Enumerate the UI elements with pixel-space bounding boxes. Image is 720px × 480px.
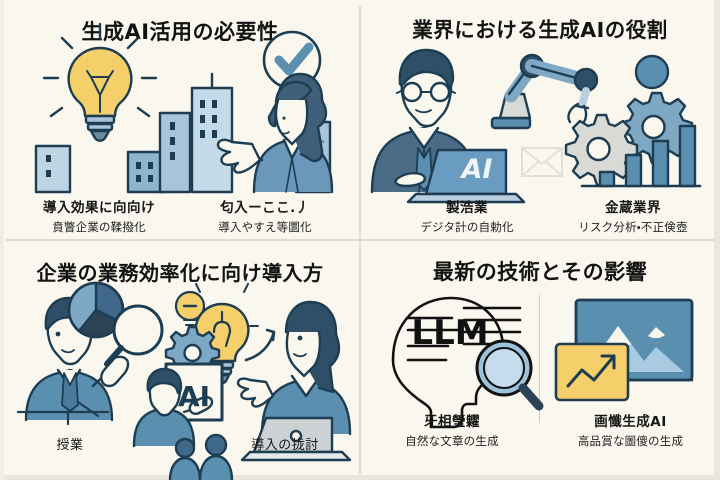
right-edge-band (714, 0, 720, 480)
dot-accent (634, 54, 670, 90)
idea-minus-icon (174, 290, 206, 326)
caption-tech-2: 画懺生成AI 高品賞な圗傻の生成 (548, 410, 713, 449)
panel-latest-tech: 最新の技術とその影響 (360, 240, 720, 480)
panel-necessity-illustration (34, 22, 334, 194)
caption-heading: 画懺生成AI (594, 414, 667, 430)
caption-sub: 賁瞥企業の鞣撥化 (52, 220, 146, 234)
magnifier-icon-right (475, 339, 544, 411)
left-edge-band (0, 0, 4, 480)
caption-heading: 導入効果に向向け (43, 200, 155, 216)
panel-inner-divider (539, 295, 541, 423)
caption-industry-1: 製浩業 デジタ計の自勅化 (382, 196, 552, 235)
llm-label: LLM (411, 313, 488, 353)
caption-heading: 製浩業 (446, 200, 488, 216)
panel-industry-role-title: 業界における生成AIの役割 (412, 18, 668, 42)
person-laptop-right (236, 300, 352, 462)
caption-heading: 導入の拢討 (251, 438, 319, 453)
caption-necessity-2: 匂入ーここ.丿 導入やすえ等圜化 (180, 196, 350, 235)
caption-enterprise-1: 授業 (6, 434, 134, 453)
envelope-icon (521, 147, 563, 177)
panel-enterprise-efficiency: 企業の業務効率化に向け導入方 (0, 240, 360, 480)
panel-necessity: 生成AI活用の必要性 (0, 0, 360, 240)
caption-sub: 導入やすえ等圜化 (218, 220, 312, 234)
caption-heading: 授業 (56, 438, 84, 453)
caption-heading: 金蔵業界 (605, 200, 661, 216)
board-ai-label: AI (178, 380, 210, 413)
laptop-ai-label: AI (460, 154, 493, 185)
caption-heading: 牙相瑩糶 (424, 414, 480, 430)
caption-necessity-1: 導入効果に向向け 賁瞥企業の鞣撥化 (14, 196, 184, 235)
caption-sub: 高品賞な圗傻の生成 (577, 434, 684, 448)
panel-industry-role: 業界における生成AIの役割 (360, 0, 720, 240)
panel-latest-tech-title: 最新の技術とその影響 (432, 260, 648, 284)
lightbulb-icon (42, 22, 158, 142)
caption-sub: リスク分析・不正倹壺 (578, 220, 688, 234)
bar-chart (580, 124, 702, 188)
caption-sub: 自然な文章の生成 (405, 434, 499, 448)
person-laptop (370, 48, 526, 204)
caption-industry-2: 金蔵業界 リスク分析・不正倹壺 (548, 196, 718, 235)
audience-icons (168, 433, 234, 480)
head-profile-icon (391, 296, 522, 429)
panel-latest-tech-illustration: LLM (391, 296, 694, 429)
bottom-edge-band (0, 475, 720, 480)
caption-tech-1: 牙相瑩糶 自然な文章の生成 (372, 410, 532, 449)
magnifier-icon-left (104, 304, 164, 367)
growth-arrow-icon (244, 328, 276, 362)
caption-enterprise-2: 導入の拢討 (218, 434, 352, 453)
caption-heading: 匂入ーここ.丿 (220, 200, 310, 216)
image-generation-icon (554, 298, 694, 402)
person-presenter (216, 72, 334, 194)
panel-industry-role-illustration: AI (370, 48, 702, 204)
panel-enterprise-efficiency-illustration: AI (16, 281, 352, 480)
gear-icon-gray (564, 113, 639, 187)
person-presenter-small (132, 367, 214, 448)
caption-sub: デジタ計の自勅化 (420, 220, 514, 234)
panel-enterprise-efficiency-title: 企業の業務効率化に向け導入方 (36, 261, 324, 285)
panel-necessity-title: 生成AI活用の必要性 (81, 20, 279, 44)
robot-arm-icon (490, 53, 599, 130)
horizontal-divider (6, 239, 714, 241)
